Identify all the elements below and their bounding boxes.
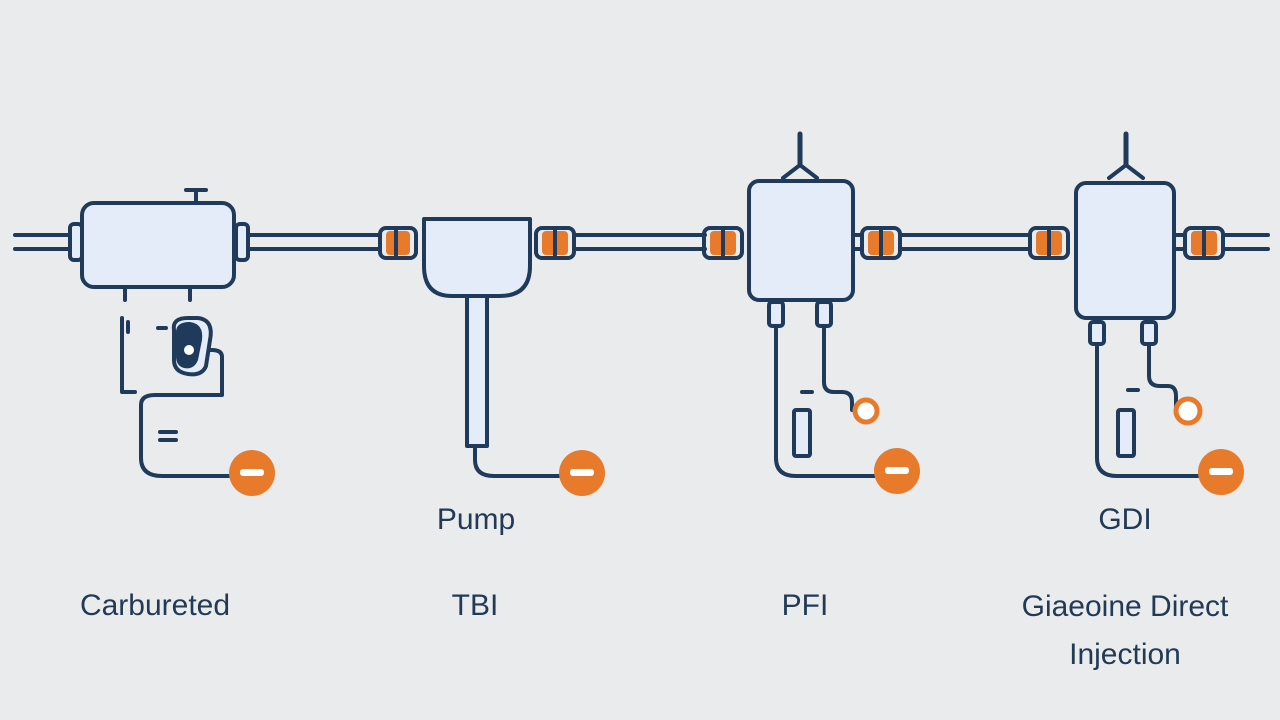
minus-circle-icon [874,448,920,494]
gdi-injector-unit [1074,131,1200,478]
pipe-connector-icon [378,226,418,260]
carburetor-unit [68,188,250,478]
pipe-connector-icon [1183,226,1225,260]
pfi-injector-unit [747,131,880,478]
pipe-connector-icon [860,226,902,260]
label-pump: Pump [436,503,516,536]
pipe-connector-icon [1028,226,1070,260]
label-pfi: PFI [781,589,829,622]
label-gdi-full: Giaeoine Direct Injection [1021,590,1229,671]
label-carbureted: Carbureted [79,589,231,622]
minus-circle-icon [559,450,605,496]
tbi-throttle-body [422,217,564,478]
pipe-connector-icon [702,226,744,260]
minus-circle-icon [229,450,275,496]
label-gdi: GDI [1098,503,1152,536]
ring-icon [1173,396,1203,426]
fuel-drop-icon [171,316,213,377]
minus-circle-icon [1198,449,1244,495]
ring-icon [852,397,880,425]
pipe-connector-icon [534,226,576,260]
label-tbi: TBI [451,589,499,622]
